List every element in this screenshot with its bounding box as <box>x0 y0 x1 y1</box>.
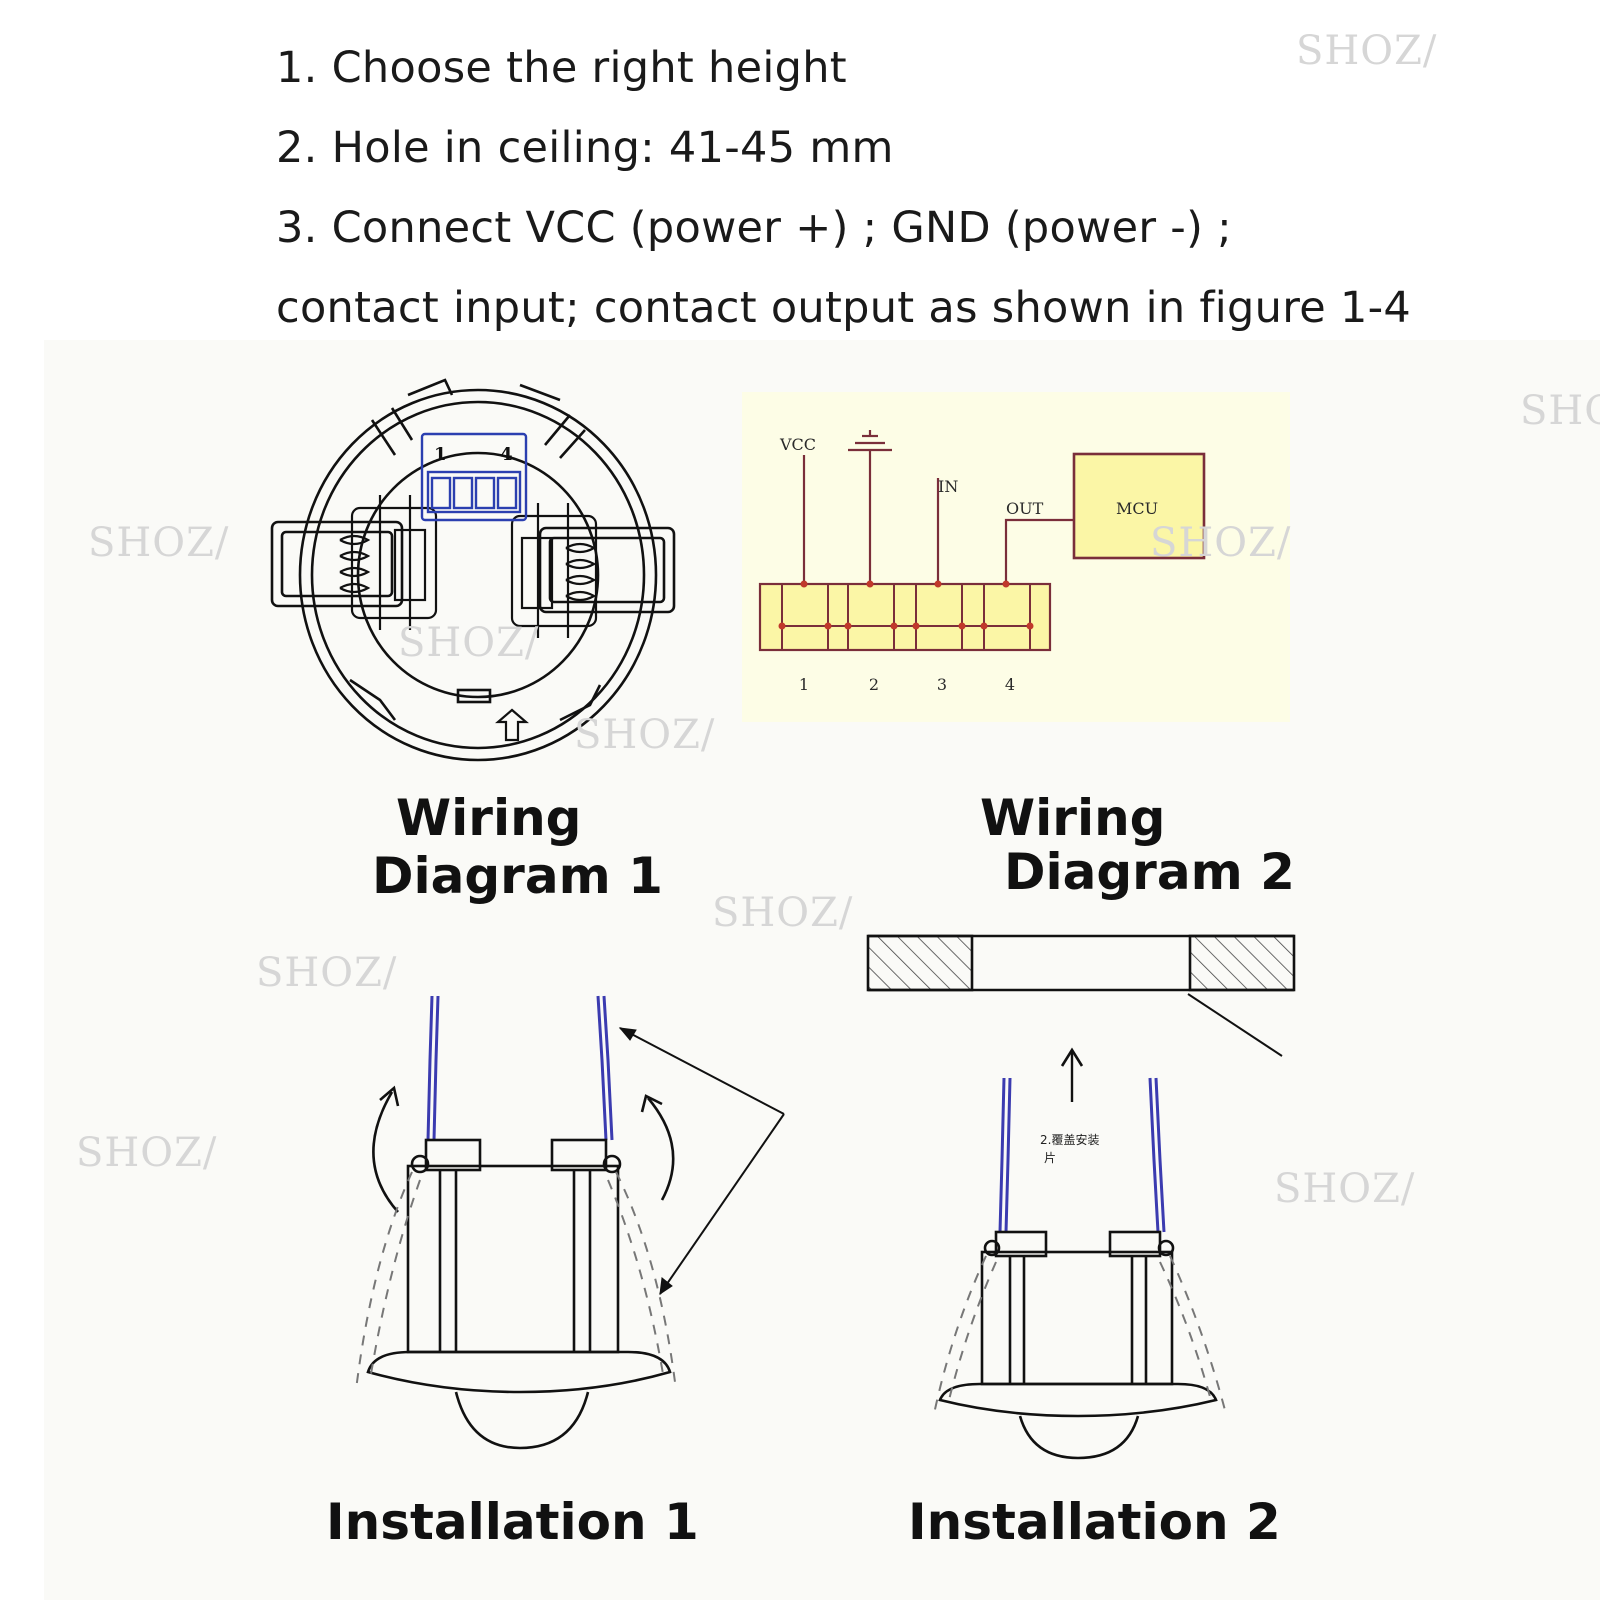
caption-wiring-1-line2: Diagram 1 <box>372 847 663 905</box>
instruction-line-3: 3. Connect VCC (power +) ; GND (power -)… <box>276 203 1232 253</box>
terminal-block <box>420 432 528 522</box>
watermark: SHOZ/ <box>712 890 854 936</box>
instructions: 1. Choose the right height 2. Hole in ce… <box>276 28 1411 348</box>
instruction-line-4: contact input; contact output as shown i… <box>276 283 1412 333</box>
caption-installation-2: Installation 2 <box>908 1493 1281 1551</box>
watermark: SHOZ/ <box>398 620 540 666</box>
schematic: VCC IN OUT MCU 1 2 3 4 <box>742 392 1290 722</box>
caption-wiring-2-line2: Diagram 2 <box>1004 843 1295 901</box>
watermark: SHOZ/ <box>1520 388 1600 434</box>
pin-number-1: 1 <box>799 675 809 694</box>
instruction-line-2: 2. Hole in ceiling: 41-45 mm <box>276 123 894 173</box>
watermark: SHOZ/ <box>574 712 716 758</box>
pin-number-2: 2 <box>869 675 879 694</box>
pin-label-first: 1 <box>434 444 447 465</box>
watermark: SHOZ/ <box>76 1130 218 1176</box>
label-out: OUT <box>1006 499 1044 518</box>
caption-wiring-2-line1: Wiring <box>980 789 1166 847</box>
label-in: IN <box>938 477 958 496</box>
installation-1-drawing <box>355 995 785 1450</box>
installation-2-note-line2: 片 <box>1044 1151 1056 1165</box>
watermark: SHOZ/ <box>256 950 398 996</box>
terminal-strip <box>758 582 1052 652</box>
caption-installation-1: Installation 1 <box>326 1493 699 1551</box>
ceiling-section-right <box>1188 934 1296 992</box>
installation-2-drawing <box>866 934 1296 1460</box>
watermark: SHOZ/ <box>1150 520 1292 566</box>
label-vcc: VCC <box>779 435 816 454</box>
watermark: SHOZ/ <box>1274 1166 1416 1212</box>
watermark: SHOZ/ <box>88 520 230 566</box>
instruction-line-1: 1. Choose the right height <box>276 43 847 93</box>
pin-label-last: 4 <box>500 444 513 465</box>
sensor-top-view <box>270 378 676 762</box>
ceiling-section-left <box>866 934 974 992</box>
installation-2-note: 2.覆盖安装 <box>1040 1132 1099 1147</box>
pin-number-4: 4 <box>1005 675 1015 694</box>
label-mcu: MCU <box>1116 499 1158 518</box>
mcu-box <box>1072 452 1206 560</box>
pin-number-3: 3 <box>937 675 947 694</box>
watermark: SHOZ/ <box>1296 28 1438 74</box>
caption-wiring-1-line1: Wiring <box>396 789 582 847</box>
